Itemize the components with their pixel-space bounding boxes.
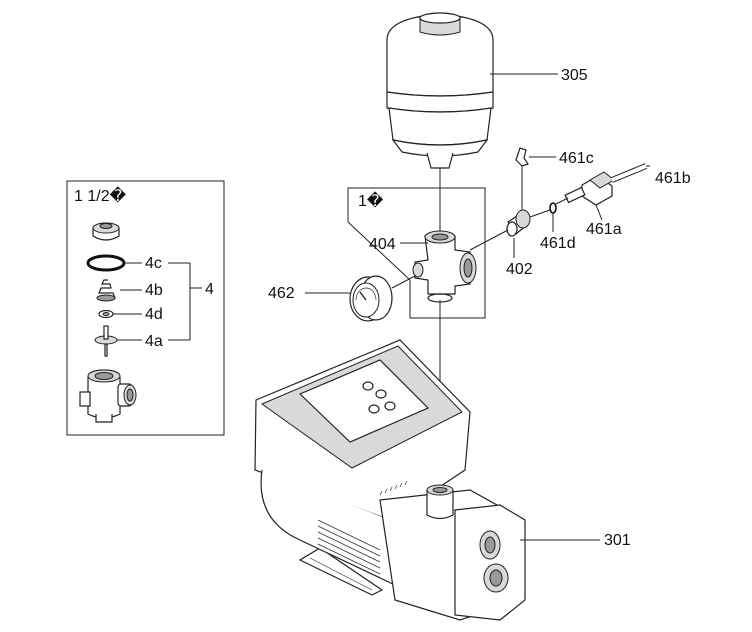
valve-housing — [79, 369, 137, 423]
retaining-clip — [515, 147, 556, 210]
sensor-connector — [555, 171, 615, 221]
spring-4b — [96, 279, 116, 302]
label-461d: 461d — [540, 235, 576, 252]
valve-cap — [92, 222, 120, 241]
label-461c: 461c — [559, 150, 594, 167]
group-box-1 — [347, 187, 486, 319]
label-404: 404 — [369, 236, 396, 253]
tee-fitting — [412, 230, 477, 490]
washer-4d — [98, 309, 114, 319]
oring-461d — [529, 202, 557, 232]
label-402: 402 — [506, 261, 533, 278]
label-461a: 461a — [586, 221, 622, 238]
label-4a: 4a — [145, 333, 163, 350]
valve-stem-4a — [94, 325, 118, 357]
label-4b: 4b — [145, 282, 163, 299]
booster-pump — [254, 339, 526, 621]
sensor-cable — [610, 163, 650, 183]
label-4c: 4c — [145, 255, 162, 272]
label-4: 4 — [205, 281, 214, 298]
label-301: 301 — [604, 532, 631, 549]
kit-box-1-1-2 — [66, 180, 225, 436]
label-kit-title: 1 1/2� — [74, 186, 127, 205]
label-group-title: 1� — [358, 191, 384, 210]
label-305: 305 — [561, 67, 588, 84]
pressure-gauge — [349, 275, 416, 322]
label-461b: 461b — [655, 170, 691, 187]
nipple-fitting — [469, 209, 531, 258]
label-4d: 4d — [145, 306, 163, 323]
oring-4c — [86, 254, 126, 272]
label-462: 462 — [268, 285, 295, 302]
pressure-tank — [386, 12, 494, 232]
kit-leaders — [113, 262, 202, 341]
